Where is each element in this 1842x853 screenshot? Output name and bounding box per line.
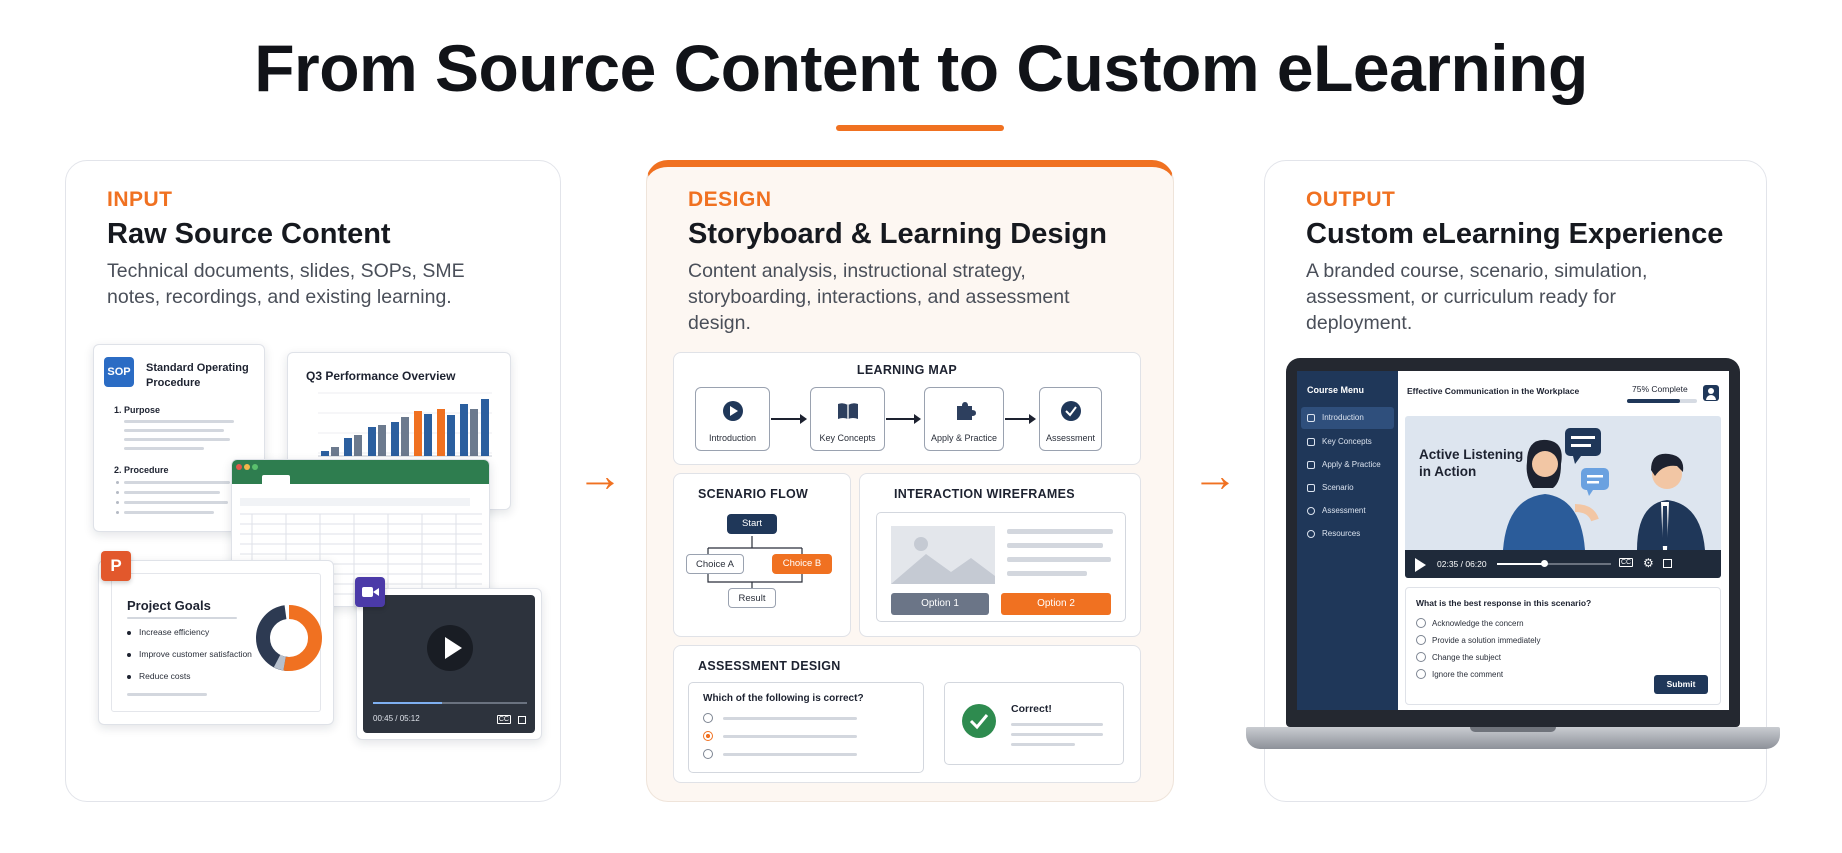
video-controls: 02:35 / 06:20 CC ⚙ [1405, 550, 1721, 578]
report-title: Q3 Performance Overview [306, 369, 456, 383]
course-title: Effective Communication in the Workplace [1407, 386, 1580, 396]
video-time: 00:45 / 05:12 [373, 714, 420, 723]
learning-map: LEARNING MAP Introduction Key Concepts A… [673, 352, 1141, 465]
menu-item-assessment[interactable]: Assessment [1301, 500, 1394, 522]
quiz-option-2[interactable]: Provide a solution immediately [1432, 636, 1541, 645]
quiz-card: What is the best response in this scenar… [1405, 587, 1721, 705]
quiz-radio-4[interactable] [1416, 669, 1426, 679]
check-circle-icon [962, 704, 996, 738]
slide-bullet-1: Increase efficiency [139, 627, 210, 637]
sop-title: Standard Operating Procedure [146, 362, 249, 389]
play-icon[interactable] [1415, 558, 1426, 572]
book-icon [838, 403, 858, 419]
arrow-right-icon: → [577, 449, 623, 501]
quiz-option-3[interactable]: Change the subject [1432, 653, 1501, 662]
menu-item-key-concepts[interactable]: Key Concepts [1301, 431, 1394, 453]
powerpoint-icon: P [101, 551, 131, 581]
conversation-illustration-icon [1503, 428, 1705, 550]
gear-icon[interactable]: ⚙ [1643, 556, 1654, 570]
puzzle-icon [957, 402, 976, 420]
design-description: Content analysis, instructional strategy… [688, 260, 1070, 334]
quiz-option-1[interactable]: Acknowledge the concern [1432, 619, 1524, 628]
assessment-design-label: ASSESSMENT DESIGN [698, 659, 841, 673]
donut-chart-icon [256, 605, 322, 671]
menu-item-introduction[interactable]: Introduction [1301, 407, 1394, 429]
fullscreen-icon[interactable] [518, 716, 526, 724]
quiz-radio-3[interactable] [1416, 652, 1426, 662]
page-title: From Source Content to Custom eLearning [254, 31, 1588, 105]
map-step-introduction: Introduction [695, 387, 770, 451]
user-avatar-icon[interactable] [1703, 385, 1719, 401]
map-step-apply-practice: Apply & Practice [924, 387, 1004, 451]
input-kicker: INPUT [107, 188, 173, 211]
laptop-base [1246, 727, 1780, 749]
play-circle-icon [723, 401, 743, 421]
design-panel: DESIGN Storyboard & Learning Design Cont… [646, 160, 1174, 802]
video-scrubber[interactable] [1497, 563, 1611, 565]
quiz-question: What is the best response in this scenar… [1416, 598, 1592, 608]
sop-section-purpose: 1. Purpose [114, 405, 161, 415]
assessment-design: ASSESSMENT DESIGN Which of the following… [673, 645, 1141, 783]
fullscreen-icon[interactable] [1663, 559, 1672, 568]
slide-bullet-2: Improve customer satisfaction [139, 649, 252, 659]
menu-item-resources[interactable]: Resources [1301, 523, 1394, 545]
map-step-key-concepts: Key Concepts [810, 387, 885, 451]
flow-node-choice-a: Choice A [686, 554, 744, 574]
cc-icon[interactable]: CC [496, 715, 511, 724]
slide-bullet-3: Reduce costs [139, 671, 191, 681]
menu-item-apply-practice[interactable]: Apply & Practice [1301, 454, 1394, 476]
wireframe-option-2: Option 2 [1001, 593, 1111, 615]
feedback-text: Correct! [1011, 703, 1052, 715]
interaction-wireframes: INTERACTION WIREFRAMES Option 1 Option 2 [859, 473, 1141, 637]
lms-screen: Course Menu Introduction Key Concepts Ap… [1297, 371, 1729, 710]
wireframes-label: INTERACTION WIREFRAMES [894, 487, 1075, 501]
mockup-question: Which of the following is correct? [703, 693, 864, 704]
image-placeholder-icon [891, 526, 995, 584]
design-title: Storyboard & Learning Design [688, 218, 1107, 250]
flow-node-start: Start [727, 514, 777, 534]
spreadsheet [231, 459, 490, 607]
input-description: Technical documents, slides, SOPs, SME n… [107, 260, 465, 308]
arrow-right-icon: → [1192, 449, 1238, 501]
slide-title: Project Goals [127, 598, 211, 613]
progress-label: 75% Complete [1632, 384, 1688, 394]
menu-item-scenario[interactable]: Scenario [1301, 477, 1394, 499]
flow-connectors-icon [707, 536, 803, 588]
feedback-mockup: Correct! [944, 682, 1124, 765]
play-icon[interactable] [445, 637, 462, 659]
output-kicker: OUTPUT [1306, 188, 1396, 211]
check-circle-icon [1061, 401, 1081, 421]
scenario-flow-label: SCENARIO FLOW [698, 487, 809, 501]
video-camera-icon [355, 577, 385, 607]
scenario-video: Active Listening in Action 02:35 / 06:20 [1405, 416, 1721, 578]
quiz-radio-1[interactable] [1416, 618, 1426, 628]
input-title: Raw Source Content [107, 218, 391, 250]
scenario-flow: SCENARIO FLOW Start Choice A Choice B Re… [673, 473, 851, 637]
quiz-radio-2[interactable] [1416, 635, 1426, 645]
report-bar-chart-icon [318, 392, 492, 457]
flow-node-result: Result [728, 588, 776, 608]
question-mockup: Which of the following is correct? [688, 682, 924, 773]
course-menu: Course Menu Introduction Key Concepts Ap… [1297, 371, 1398, 710]
cc-icon[interactable]: CC [1619, 558, 1634, 567]
sop-document: SOP Standard Operating Procedure 1. Purp… [93, 344, 265, 532]
scene-title: Active Listening in Action [1419, 447, 1524, 479]
sop-badge: SOP [104, 357, 134, 387]
course-progress-bar [1627, 399, 1697, 403]
wireframe-option-1: Option 1 [891, 593, 989, 615]
learning-map-label: LEARNING MAP [856, 363, 958, 377]
sop-section-procedure: 2. Procedure [114, 465, 169, 475]
course-menu-title: Course Menu [1307, 385, 1365, 395]
video-recording: 00:45 / 05:12 CC [356, 588, 542, 740]
output-description: A branded course, scenario, simulation, … [1306, 260, 1648, 334]
title-underline [836, 125, 1004, 131]
submit-button[interactable]: Submit [1654, 675, 1708, 694]
quiz-option-4[interactable]: Ignore the comment [1432, 670, 1504, 679]
map-step-assessment: Assessment [1039, 387, 1102, 451]
slide-deck: Project Goals Increase efficiency Improv… [98, 560, 334, 725]
video-timestamp: 02:35 / 06:20 [1437, 559, 1487, 569]
flow-node-choice-b: Choice B [772, 554, 832, 574]
output-title: Custom eLearning Experience [1306, 218, 1724, 250]
design-kicker: DESIGN [688, 188, 772, 211]
